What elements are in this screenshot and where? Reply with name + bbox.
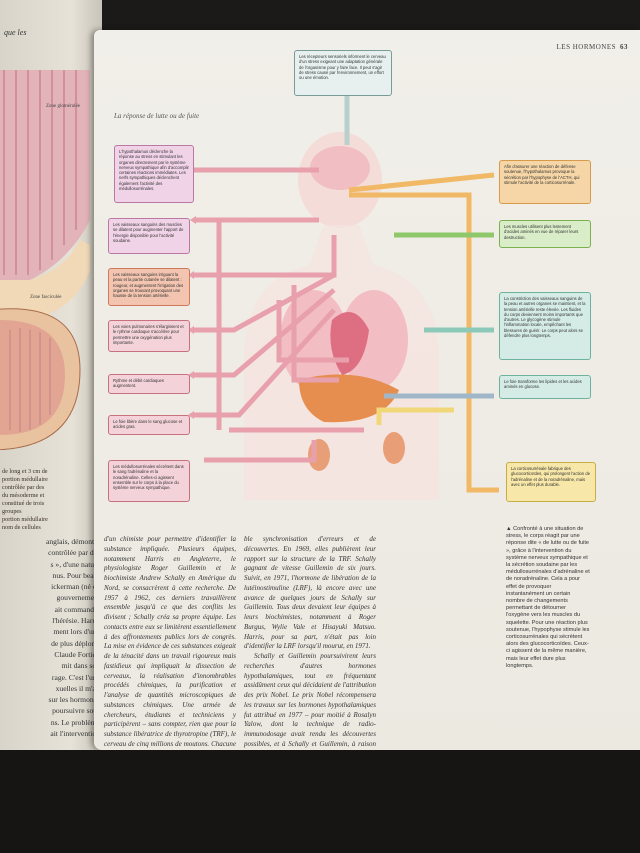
body-silhouette	[244, 132, 439, 500]
left-text-line: xuelles il m'ait	[55, 683, 100, 693]
left-facing-page: que les Zone glomérulée Zone fasciculée …	[0, 0, 102, 853]
liver-glucose-box: Le foie transforme les lipides et les ac…	[499, 375, 591, 399]
page-number: 63	[620, 43, 628, 51]
left-caption-line: nom de cellules	[2, 524, 41, 531]
left-text-line: ment lors d'une	[53, 627, 100, 637]
right-page: LES HORMONES 63 La réponse de lutte ou de…	[94, 30, 640, 767]
left-text-line: poursuivre sous	[52, 706, 100, 716]
body-column-2: ble synchronisation d'erreurs et de déco…	[244, 535, 376, 759]
stress-response-diagram	[188, 90, 499, 500]
left-caption-line: portion médullaire	[2, 516, 48, 523]
muscles-amino-acids-box: Les muscles utilisent plus lentement d'a…	[499, 220, 591, 248]
background-surface	[0, 750, 640, 853]
adrenal-medulla-box: Les médullosurrénales sécrètent dans le …	[108, 460, 190, 502]
zone-glomerulee-label: Zone glomérulée	[46, 104, 81, 109]
acth-pathway	[348, 172, 499, 493]
column-2-paragraph-2: Schally et Guillemin poursuivirent leurs…	[244, 652, 376, 758]
page-header: LES HORMONES 63	[557, 43, 628, 51]
left-caption-line: du mésoderme et	[2, 492, 45, 499]
left-text-line: rage. C'est l'une	[51, 672, 100, 682]
left-text-line: nus. Pour beau-	[52, 570, 100, 580]
left-text-line: Claude Fortier,	[54, 649, 100, 659]
acth-box: Afin d'assurer une réaction de défense s…	[499, 160, 591, 204]
left-text-line: anglais, démontra	[46, 537, 100, 546]
body-column-1: d'un chimiste pour permettre d'identifie…	[104, 535, 236, 769]
left-caption-line: de long et 3 cm de	[2, 468, 48, 475]
figure-caption: ▲ Confronté à une situation de stress, l…	[506, 526, 590, 670]
adrenal-cortex-box: La corticosurrénale fabrique des glucoco…	[506, 462, 596, 502]
left-text-line: sur les hormones	[48, 695, 100, 705]
left-text-line: ait commander	[54, 604, 100, 614]
left-caption-line: contrôlée par des	[2, 484, 45, 491]
muscle-vessels-box: Les vaisseaux sanguins des muscles se di…	[108, 218, 190, 254]
figure-title: La réponse de lutte ou de fuite	[114, 112, 200, 120]
sympathetic-pathways	[194, 167, 364, 463]
skin-vessels-box: Les vaisseaux sanguins irriguant la peau…	[108, 268, 190, 306]
hypothalamus-box: L'hypothalamus déclenche la réponse au s…	[114, 145, 194, 203]
column-1-paragraph: d'un chimiste pour permettre d'identifie…	[104, 535, 236, 767]
sensory-receptors-box: Les récepteurs sensoriels informent le c…	[294, 50, 392, 96]
left-text-line: ait l'intervention	[50, 729, 100, 739]
left-page-header: que les	[4, 28, 27, 37]
left-text-line: s », d'une nature	[50, 559, 100, 569]
liver-release-box: Le foie libère dans le sang glucose et a…	[108, 415, 190, 435]
zone-fasciculee-label: Zone fasciculée	[30, 295, 62, 300]
left-text-line: ickerman (né en	[51, 582, 100, 592]
left-text-line: gouvernement	[56, 593, 100, 603]
left-caption-line: groupes	[2, 508, 22, 515]
left-caption-line: constitué de trois	[2, 500, 45, 507]
left-text-line: contrôlée par des	[48, 548, 100, 558]
caption-text: ▲ Confronté à une situation de stress, l…	[506, 526, 590, 669]
heart-rate-box: Rythme et débit cardiaques augmentent.	[108, 374, 190, 394]
left-text-line: ns. Le problème	[50, 717, 100, 727]
column-2-paragraph-1: ble synchronisation d'erreurs et de déco…	[244, 535, 376, 651]
airways-box: Les voies pulmonaires s'élargissent et l…	[108, 320, 190, 352]
adrenal-tissue-illustration	[0, 70, 90, 450]
running-title: LES HORMONES	[556, 43, 616, 51]
vessel-constriction-box: La constriction des vaisseaux sanguins d…	[499, 292, 591, 360]
left-text-line: mit dans son	[61, 661, 100, 671]
left-text-line: de plus déplora-	[51, 638, 100, 648]
left-text-line: l'hérésie. Harris	[52, 616, 100, 626]
left-caption-line: portion médullaire	[2, 476, 48, 483]
